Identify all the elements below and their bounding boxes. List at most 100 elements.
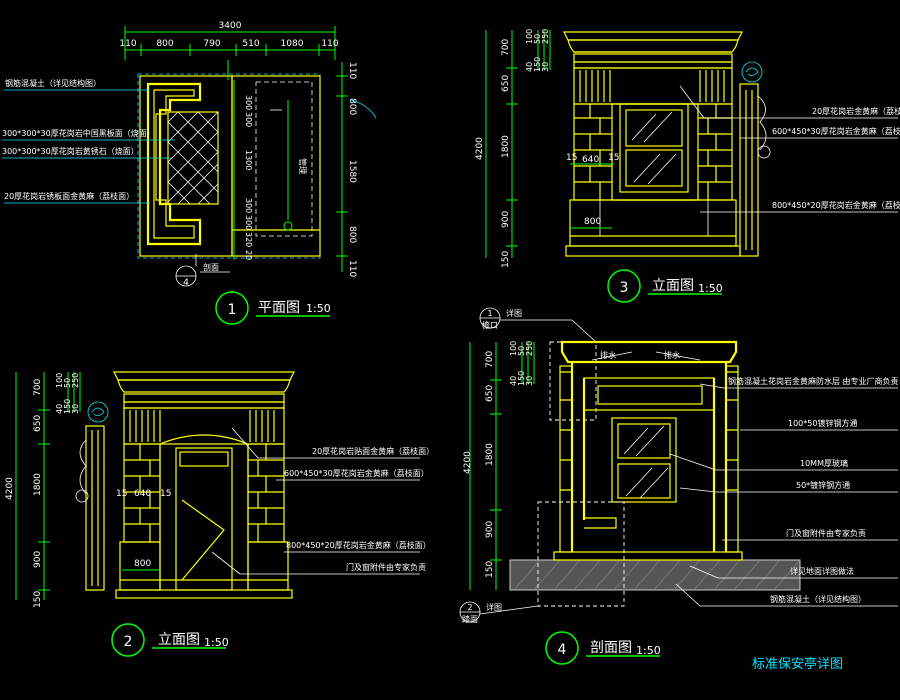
elev3-w1: 15 [566, 153, 577, 163]
elev2-label-2: 600*450*30厚花岗岩金黄麻（荔枝面） [284, 468, 429, 478]
section4-label-6: 详见地面详图做法 [790, 566, 854, 576]
floor-tile-hatch [167, 111, 219, 205]
plan-title-number: 1 [228, 302, 237, 318]
ground-hatch [513, 559, 801, 591]
plan-dim-r3: 1580 [347, 160, 357, 183]
plan-section-marker: 4 [183, 278, 189, 288]
elev2-w4: 800 [134, 559, 151, 569]
section4-detail2-sub: 踏面 [462, 614, 478, 624]
plan-label-2: 300*300*30厚花岗岩中国黑板面（烧面） [2, 128, 155, 138]
plan-inner-dim-6: 320 [244, 232, 253, 247]
elev3-w2: 640 [582, 155, 599, 165]
elev3-title: 立面图 [652, 278, 694, 294]
elev2-label-4: 门及窗附件由专家负责 [346, 562, 426, 572]
elev2-h3: 1800 [33, 473, 43, 496]
elev2-h4: 900 [33, 551, 43, 568]
elev3-sub-5: 30 [541, 62, 550, 72]
elev2-h2: 650 [33, 415, 43, 432]
elev2-h1: 700 [33, 379, 43, 396]
plan-label-4: 20厚花岗岩锈板面金黄麻（荔枝面） [4, 191, 134, 201]
elev3-label-3: 800*450*20厚花岗岩金黄麻（荔枝面） [772, 200, 900, 210]
elev2-sub-2: 40 [55, 404, 64, 414]
elev2-title-number: 2 [124, 634, 133, 650]
section4-label-3: 10MM厚玻璃 [800, 458, 848, 468]
section4-scale: 1:50 [636, 644, 661, 657]
section4-label-4: 50*镀锌钢方通 [796, 480, 850, 490]
elev3-sub-3: 150 [533, 57, 542, 72]
elev3-label-2: 600*450*30厚花岗岩金黄麻（荔枝面） [772, 126, 900, 136]
elev3-h3: 1800 [501, 135, 511, 158]
elev2-fluting [129, 410, 275, 442]
elev2-sub-1: 100 [55, 373, 64, 388]
elev2-title: 立面图 [158, 632, 200, 648]
section4-h2: 650 [485, 385, 495, 402]
plan-marker-note: 剖面 [203, 262, 219, 272]
elev3-h1: 700 [501, 39, 511, 56]
elev2-height-total: 4200 [5, 477, 15, 500]
elev3-h4: 900 [501, 211, 511, 228]
section4-label-7: 钢筋混凝土（详见结构图） [770, 594, 866, 604]
elev2-sub-3: 150 [63, 399, 72, 414]
elev3-height-total: 4200 [475, 137, 485, 160]
elev2-sub-4: 50 [63, 378, 72, 388]
elevation-2: 4200 700 650 1800 900 150 100 40 150 50 … [5, 371, 434, 657]
plan-inner-dim-2: 300 [244, 112, 253, 127]
elev3-w4: 800 [584, 217, 601, 227]
plan-label-1: 钢筋混凝土（详见结构图） [5, 78, 101, 88]
section4-h5: 150 [485, 561, 495, 578]
elev3-sub-2: 40 [525, 62, 534, 72]
section4-sub-5: 30 [525, 376, 534, 386]
section4-label-5: 门及窗附件由专家负责 [786, 528, 866, 538]
plan-dim-w2: 800 [156, 39, 173, 49]
plan-inner-dim-1: 300 [244, 95, 253, 110]
elevation-3: 4200 700 650 1800 900 150 100 40 150 50 … [475, 29, 900, 303]
plan-title: 平面图 [258, 300, 300, 316]
plan-dim-w4: 510 [242, 39, 259, 49]
elev2-w1: 15 [116, 489, 127, 499]
elev3-w3: 15 [608, 153, 619, 163]
section4-label-1: 钢筋混凝土花岗岩金黄麻防水层 由专业厂商负责 [728, 376, 899, 386]
elev2-label-1: 20厚花岗岩贴面金黄麻（荔枝面） [312, 446, 434, 456]
plan-dim-w1: 110 [119, 39, 136, 49]
plan-dim-r2: 800 [347, 98, 357, 115]
section-4: 4200 700 650 1800 900 150 100 40 150 50 … [459, 307, 899, 665]
section4-sub-1: 100 [509, 341, 518, 356]
plan-inner-dim-4: 300 [244, 198, 253, 213]
elev3-title-number: 3 [620, 280, 629, 296]
elev2-sub-5: 30 [71, 404, 80, 414]
section4-sub-2: 40 [509, 376, 518, 386]
elev3-sub-1: 100 [525, 29, 534, 44]
elev3-h2: 650 [501, 75, 511, 92]
plan-inner-dim-3: 1300 [244, 150, 253, 170]
plan-inner-dim-5: 300 [244, 215, 253, 230]
section4-sub-6: 250 [525, 341, 534, 356]
section4-label-2: 100*50镀锌钢方通 [788, 418, 857, 428]
plan-dim-r1: 110 [347, 62, 357, 79]
plan-dim-w6: 110 [321, 39, 338, 49]
section4-sub-3: 150 [517, 371, 526, 386]
section4-h3: 1800 [485, 443, 495, 466]
plan-scale: 1:50 [306, 302, 331, 315]
section4-title: 剖面图 [590, 640, 632, 656]
elev2-sub-6: 250 [71, 373, 80, 388]
section4-slope-1: 排水 [600, 350, 616, 360]
section4-detail1-sub: 檐口 [482, 320, 498, 330]
elev2-h5: 150 [33, 591, 43, 608]
plan-view: 3400 110 800 790 510 1080 110 管理 [2, 21, 377, 325]
elev2-scale: 1:50 [204, 636, 229, 649]
plan-dim-w3: 790 [203, 39, 220, 49]
elev3-label-1: 20厚花岗岩金黄麻（荔枝面） [812, 106, 900, 116]
plan-inner-dim-7: 20 [244, 250, 253, 260]
plan-dim-r4: 800 [347, 226, 357, 243]
plan-dim-w5: 1080 [281, 39, 304, 49]
elev3-sub-6: 250 [541, 29, 550, 44]
section4-detail2-text: 详图 [486, 602, 502, 612]
elev2-w2: 640 [134, 489, 151, 499]
elev2-label-3: 800*450*20厚花岗岩金黄麻（荔枝面） [286, 540, 431, 550]
plan-overall-width: 3400 [219, 21, 242, 31]
section4-detail1-text: 详图 [506, 308, 522, 318]
section4-h4: 900 [485, 521, 495, 538]
section4-sub-4: 50 [517, 346, 526, 356]
plan-label-3: 300*300*30厚花岗岩黄锈石（烧面） [2, 146, 139, 156]
